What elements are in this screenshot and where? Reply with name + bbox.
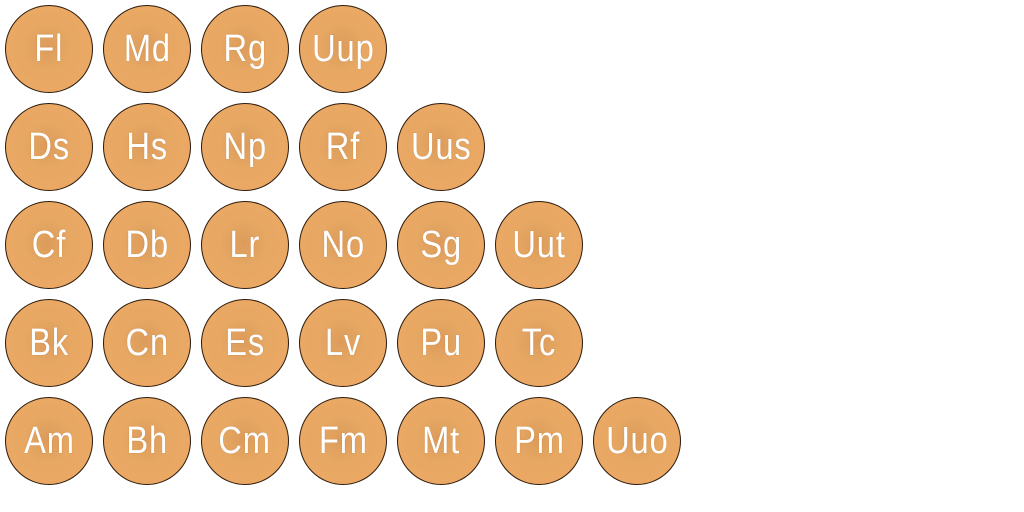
element-tile[interactable]: Db <box>103 201 191 289</box>
element-tile[interactable]: Uup <box>299 5 387 93</box>
element-symbol: Cm <box>218 420 272 462</box>
element-symbol: Uup <box>311 28 375 70</box>
element-tile[interactable]: Pm <box>495 397 583 485</box>
element-tile[interactable]: Ds <box>5 103 93 191</box>
element-symbol: Bk <box>29 322 69 364</box>
element-symbol: Np <box>223 126 267 168</box>
element-symbol: Uut <box>512 224 566 266</box>
tile-row: Bk Cn Es Lv Pu Tc <box>5 299 691 397</box>
element-tile[interactable]: Md <box>103 5 191 93</box>
element-symbol: Db <box>125 224 169 266</box>
element-symbol: Pm <box>513 420 565 462</box>
element-symbol: Mt <box>421 420 461 462</box>
element-tile[interactable]: Lv <box>299 299 387 387</box>
element-symbol: Ds <box>28 126 70 168</box>
element-tile[interactable]: Fm <box>299 397 387 485</box>
element-symbol: Cf <box>31 224 67 266</box>
element-symbol: Cn <box>125 322 169 364</box>
tile-row: Ds Hs Np Rf Uus <box>5 103 691 201</box>
element-tile[interactable]: Sg <box>397 201 485 289</box>
element-symbol: Uuo <box>605 420 669 462</box>
element-symbol: No <box>321 224 365 266</box>
element-tile[interactable]: Cn <box>103 299 191 387</box>
element-symbol: Pu <box>420 322 462 364</box>
element-symbol: Sg <box>420 224 462 266</box>
element-symbol: Lv <box>324 322 362 364</box>
element-tile[interactable]: Uut <box>495 201 583 289</box>
element-tile[interactable]: Np <box>201 103 289 191</box>
element-symbol: Bh <box>126 420 168 462</box>
element-tile-grid: Fl Md Rg Uup Ds Hs Np Rf Uus Cf Db Lr No… <box>5 5 691 495</box>
element-tile[interactable]: Lr <box>201 201 289 289</box>
element-tile[interactable]: Fl <box>5 5 93 93</box>
element-tile[interactable]: Am <box>5 397 93 485</box>
element-symbol: Fl <box>34 28 64 70</box>
element-symbol: Uus <box>410 126 472 168</box>
element-tile[interactable]: Hs <box>103 103 191 191</box>
tile-row: Cf Db Lr No Sg Uut <box>5 201 691 299</box>
element-symbol: Am <box>23 420 75 462</box>
element-tile[interactable]: Rg <box>201 5 289 93</box>
tile-row: Fl Md Rg Uup <box>5 5 691 103</box>
element-tile[interactable]: Cf <box>5 201 93 289</box>
element-tile[interactable]: Mt <box>397 397 485 485</box>
element-tile[interactable]: Uuo <box>593 397 681 485</box>
element-tile[interactable]: Tc <box>495 299 583 387</box>
element-symbol: Hs <box>126 126 168 168</box>
element-tile[interactable]: No <box>299 201 387 289</box>
element-tile[interactable]: Cm <box>201 397 289 485</box>
element-symbol: Lr <box>229 224 261 266</box>
element-tile[interactable]: Es <box>201 299 289 387</box>
tile-row: Am Bh Cm Fm Mt Pm Uuo <box>5 397 691 495</box>
element-tile[interactable]: Bh <box>103 397 191 485</box>
element-symbol: Es <box>225 322 265 364</box>
element-symbol: Md <box>123 28 171 70</box>
element-symbol: Rg <box>223 28 267 70</box>
element-symbol: Rf <box>325 126 361 168</box>
element-tile[interactable]: Pu <box>397 299 485 387</box>
element-tile[interactable]: Bk <box>5 299 93 387</box>
element-symbol: Tc <box>521 322 557 364</box>
element-symbol: Fm <box>318 420 368 462</box>
element-tile[interactable]: Uus <box>397 103 485 191</box>
element-tile[interactable]: Rf <box>299 103 387 191</box>
